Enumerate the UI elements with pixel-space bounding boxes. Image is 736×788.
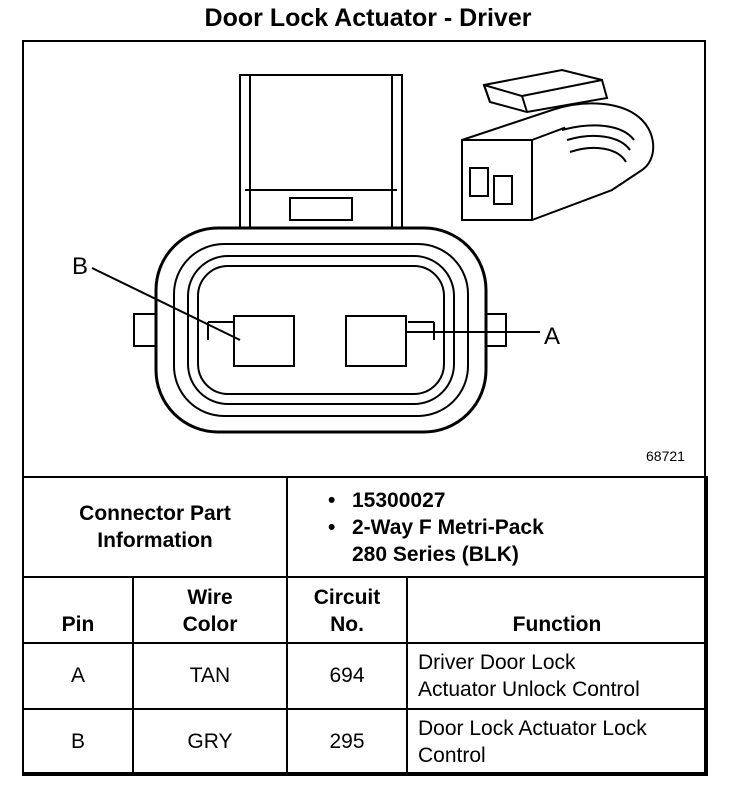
- row-circuit: 694: [286, 642, 408, 710]
- row-function: Door Lock Actuator Lock Control: [406, 708, 708, 776]
- connector-info-label-line2: Information: [97, 529, 213, 552]
- row-function-line1: Door Lock Actuator Lock: [418, 717, 647, 740]
- page-title: Door Lock Actuator - Driver: [204, 4, 532, 32]
- pin-b-leader: [91, 267, 241, 341]
- header-wire-color: Wire Color: [132, 576, 288, 644]
- header-wire-line2: Color: [182, 613, 238, 636]
- connector-latch: [239, 74, 403, 236]
- header-circuit-line2: No.: [330, 613, 364, 636]
- connector-description-line1: 2-Way F Metri-Pack: [328, 514, 706, 541]
- header-wire-line1: Wire: [187, 586, 233, 609]
- row-function: Driver Door Lock Actuator Unlock Control: [406, 642, 708, 710]
- part-number: 15300027: [328, 487, 706, 514]
- row-function-line2: Actuator Unlock Control: [418, 678, 640, 701]
- connector-info-row: Connector Part Information 15300027 2-Wa…: [22, 476, 708, 578]
- connector-diagram: B A: [72, 68, 655, 434]
- pin-b-label: B: [72, 253, 88, 280]
- connector-perspective-icon: [461, 68, 655, 221]
- row-pin: B: [22, 708, 134, 776]
- connector-info-label: Connector Part Information: [22, 476, 288, 578]
- connector-info-label-line1: Connector Part: [79, 502, 231, 525]
- header-function: Function: [406, 576, 708, 644]
- cavity-a: [345, 315, 407, 367]
- connector-body: [154, 226, 488, 434]
- connector-table: Connector Part Information 15300027 2-Wa…: [22, 476, 708, 776]
- header-row: Pin Wire Color Circuit No. Function: [22, 576, 708, 644]
- row-color: TAN: [132, 642, 288, 710]
- connector-description-line2: 280 Series (BLK): [352, 542, 519, 566]
- row-function-line1: Driver Door Lock: [418, 651, 576, 674]
- cavity-b: [233, 315, 295, 367]
- row-color: GRY: [132, 708, 288, 776]
- row-circuit: 295: [286, 708, 408, 776]
- connector-info-values: 15300027 2-Way F Metri-Pack 280 Series (…: [286, 476, 708, 578]
- header-circuit: Circuit No.: [286, 576, 408, 644]
- row-function-line2: Control: [418, 744, 486, 767]
- header-circuit-line1: Circuit: [313, 586, 381, 609]
- pin-a-label: A: [544, 323, 560, 350]
- table-row: B GRY 295 Door Lock Actuator Lock Contro…: [22, 708, 708, 776]
- header-pin: Pin: [22, 576, 134, 644]
- table-row: A TAN 694 Driver Door Lock Actuator Unlo…: [22, 642, 708, 710]
- figure-number: 68721: [646, 448, 685, 464]
- row-pin: A: [22, 642, 134, 710]
